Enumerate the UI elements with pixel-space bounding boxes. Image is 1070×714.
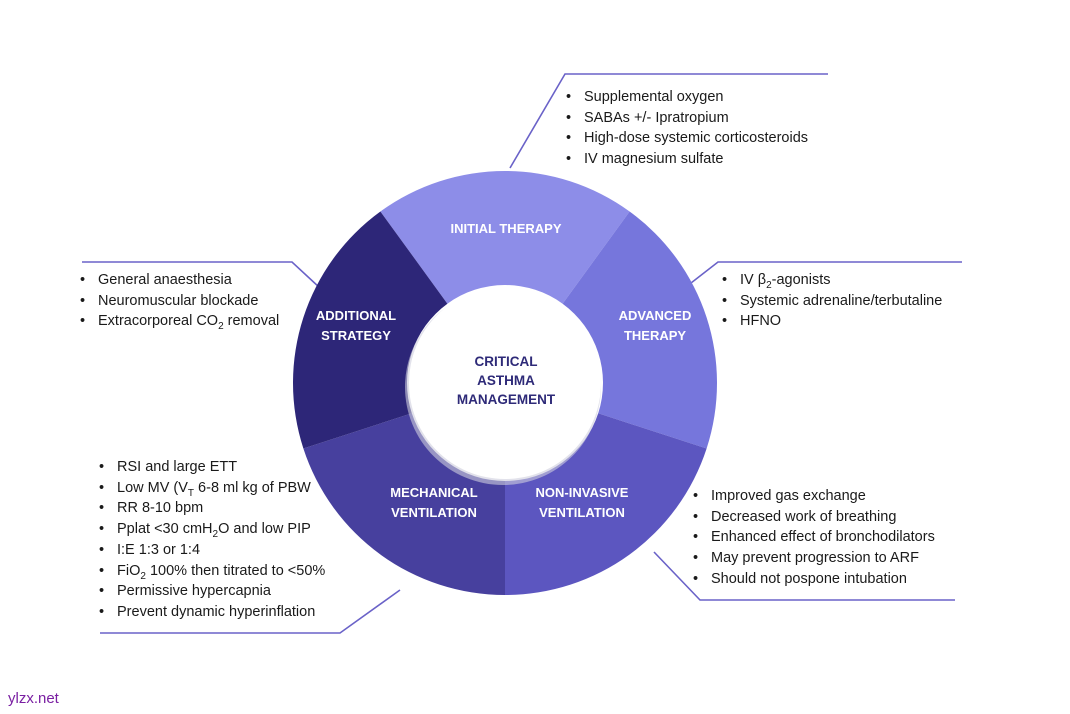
segment-advanced <box>562 211 717 449</box>
list-item: I:E 1:3 or 1:4 <box>99 540 325 561</box>
list-item: Enhanced effect of bronchodilators <box>693 527 935 548</box>
list-item: FiO2 100% then titrated to <50% <box>99 561 325 582</box>
segment-label-niv: NON-INVASIVE VENTILATION <box>536 485 629 520</box>
list-item: IV magnesium sulfate <box>566 149 808 170</box>
segment-label-line: THERAPY <box>624 328 686 343</box>
list-item: Extracorporeal CO2 removal <box>80 311 279 332</box>
segment-label-line: STRATEGY <box>321 328 391 343</box>
list-item: RSI and large ETT <box>99 457 325 478</box>
segment-niv <box>505 413 707 595</box>
list-mechanical-ventilation: RSI and large ETTLow MV (VT 6-8 ml kg of… <box>99 457 325 623</box>
leader-line-niv <box>653 551 955 601</box>
list-item: Low MV (VT 6-8 ml kg of PBW <box>99 478 325 499</box>
list-item: RR 8-10 bpm <box>99 498 325 519</box>
list-item: High-dose systemic corticosteroids <box>566 128 808 149</box>
list-item: Improved gas exchange <box>693 486 935 507</box>
center-title-line: CRITICAL <box>475 354 538 369</box>
segment-label-initial: INITIAL THERAPY <box>451 221 562 236</box>
segment-ring <box>293 171 717 595</box>
center-title: CRITICAL ASTHMA MANAGEMENT <box>457 354 556 407</box>
list-item: Permissive hypercapnia <box>99 581 325 602</box>
segment-labels: INITIAL THERAPY ADVANCED THERAPY NON-INVASI… <box>316 221 691 520</box>
center-title-line: ASTHMA <box>477 373 535 388</box>
list-item: HFNO <box>722 311 942 332</box>
segment-label-line: ADVANCED <box>619 308 692 323</box>
segment-label-line: VENTILATION <box>539 505 625 520</box>
segment-label-additional: ADDITIONAL STRATEGY <box>316 308 396 343</box>
segment-label-line: VENTILATION <box>391 505 477 520</box>
list-advanced-therapy: IV β2-agonistsSystemic adrenaline/terbut… <box>722 270 942 332</box>
list-item: General anaesthesia <box>80 270 279 291</box>
list-item: SABAs +/- Ipratropium <box>566 108 808 129</box>
segment-label-line: ADDITIONAL <box>316 308 396 323</box>
segment-label-advanced: ADVANCED THERAPY <box>619 308 692 343</box>
center-circle <box>409 287 601 479</box>
leader-lines <box>82 73 962 634</box>
list-item: Supplemental oxygen <box>566 87 808 108</box>
segment-label-line: INITIAL THERAPY <box>451 221 562 236</box>
watermark: ylzx.net <box>8 690 59 707</box>
list-item: Systemic adrenaline/terbutaline <box>722 291 942 312</box>
leader-line-advanced <box>681 261 962 291</box>
segment-initial <box>380 171 630 304</box>
segment-additional <box>293 211 448 449</box>
segment-label-line: MECHANICAL <box>390 485 477 500</box>
list-item: Prevent dynamic hyperinflation <box>99 602 325 623</box>
list-item: Neuromuscular blockade <box>80 291 279 312</box>
segment-label-line: NON-INVASIVE <box>536 485 629 500</box>
leader-line-mechanical <box>100 589 401 634</box>
leader-line-additional <box>82 261 321 289</box>
leader-line-initial <box>509 73 828 169</box>
segment-label-mechanical: MECHANICAL VENTILATION <box>390 485 477 520</box>
list-item: Should not pospone intubation <box>693 569 935 590</box>
list-item: IV β2-agonists <box>722 270 942 291</box>
list-item: May prevent progression to ARF <box>693 548 935 569</box>
list-initial-therapy: Supplemental oxygenSABAs +/- Ipratropium… <box>566 87 808 170</box>
list-additional-strategy: General anaesthesiaNeuromuscular blockad… <box>80 270 279 332</box>
list-non-invasive-ventilation: Improved gas exchangeDecreased work of b… <box>693 486 935 590</box>
center-title-line: MANAGEMENT <box>457 392 556 407</box>
list-item: Decreased work of breathing <box>693 507 935 528</box>
list-item: Pplat <30 cmH2O and low PIP <box>99 519 325 540</box>
segment-mechanical <box>303 413 505 595</box>
